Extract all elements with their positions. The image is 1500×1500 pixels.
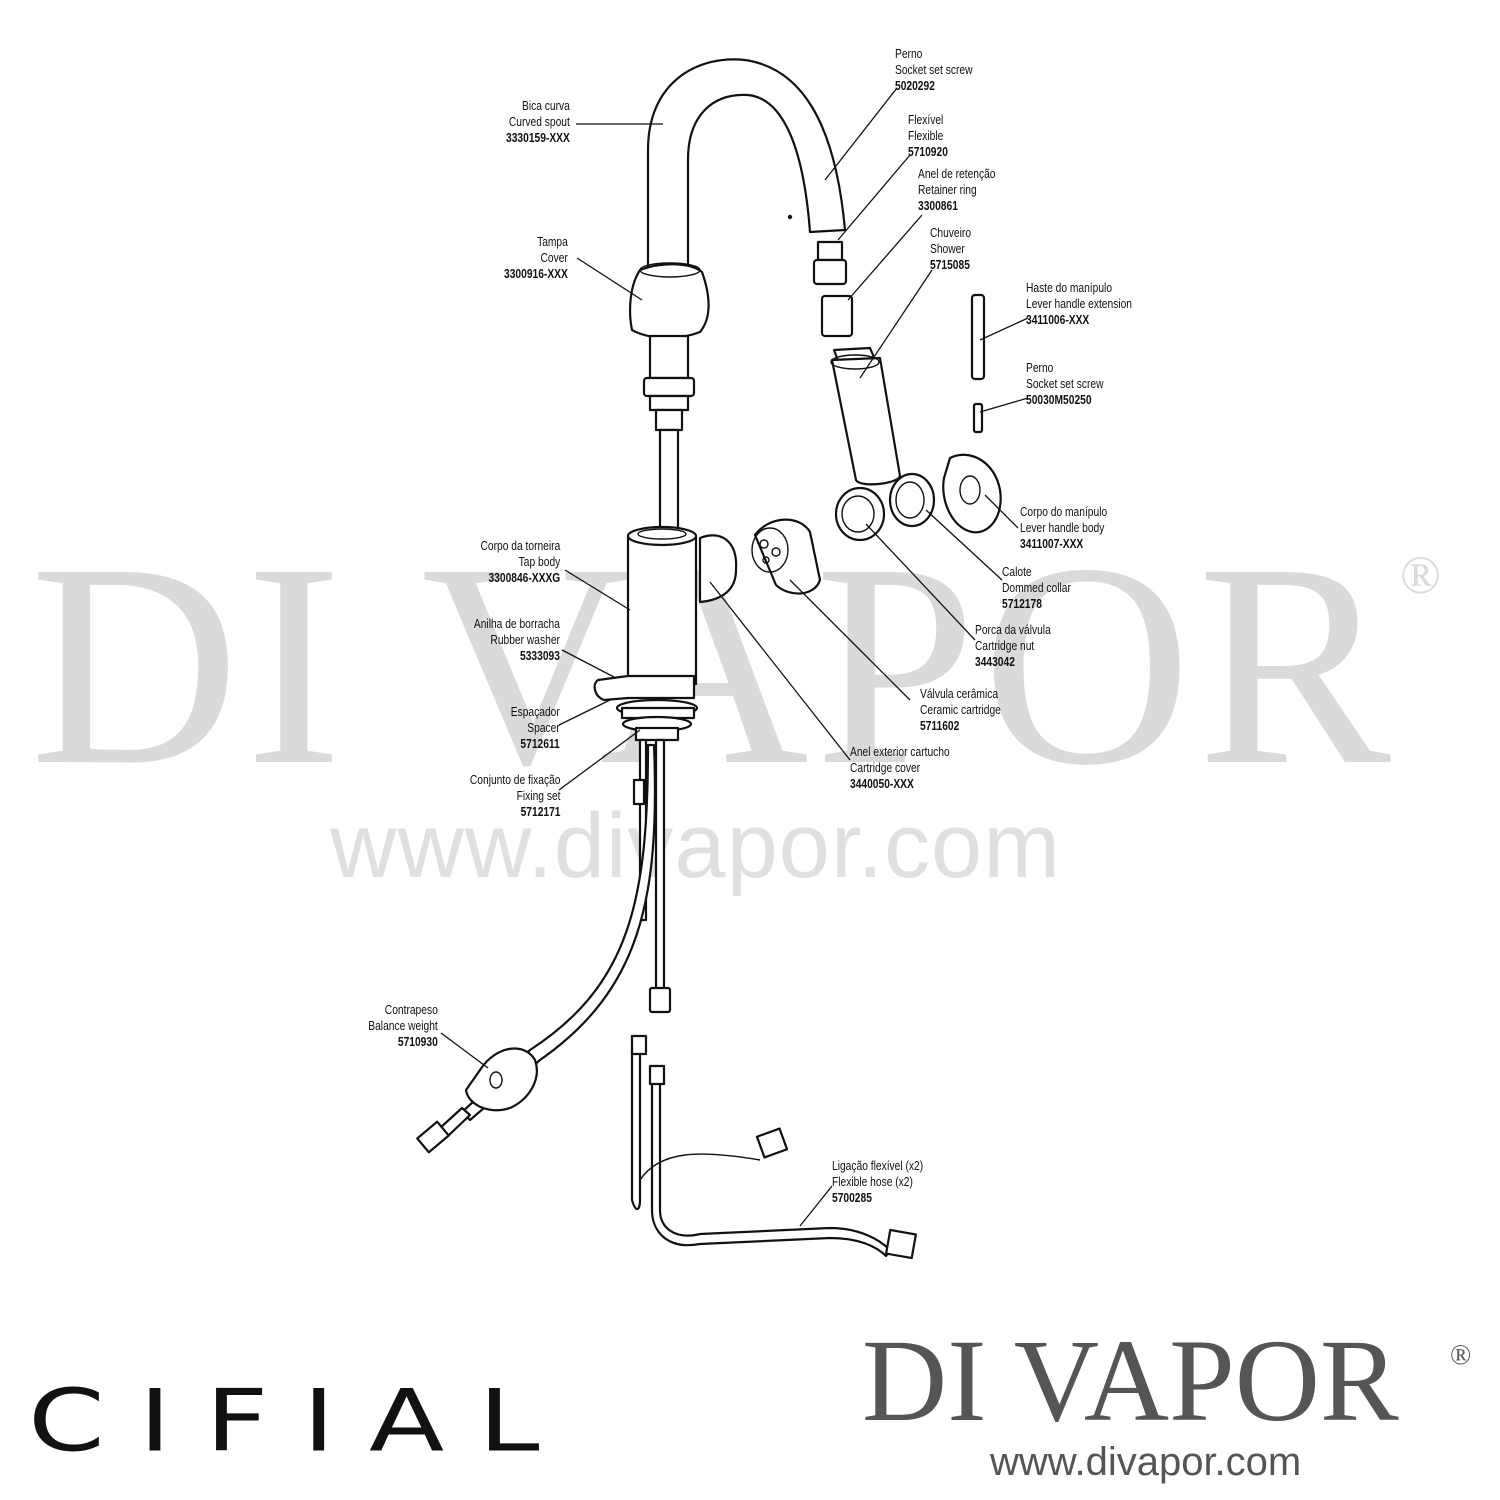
divapor-url: www.divapor.com (990, 1440, 1302, 1484)
label-rubber-washer: Anilha de borracha Rubber washer 5333093 (473, 617, 560, 663)
flexible-hoses-part (630, 1034, 917, 1260)
label-socket-set-screw-top: Perno Socket set screw 5020292 (895, 47, 973, 93)
cifial-logo: CIFIAL (28, 1370, 574, 1471)
handle-body-part (942, 453, 1002, 534)
curved-spout-part (646, 58, 847, 277)
label-cartridge-cover: Anel exterior cartucho Cartridge cover 3… (850, 745, 950, 791)
label-curved-spout: Bica curva Curved spout 3330159-XXX (506, 99, 570, 145)
label-cover: Tampa Cover 3300916-XXX (504, 235, 568, 281)
shower-assembly-part (812, 240, 902, 486)
hose-balance-part (416, 743, 657, 1154)
watermark-registered: ® (1400, 545, 1442, 605)
divapor-logo: DI VAPOR (862, 1315, 1399, 1446)
label-fixing-set: Conjunto de fixação Fixing set 5712171 (469, 773, 560, 819)
domed-collar-part (888, 472, 936, 528)
label-lever-handle-body: Corpo do manípulo Lever handle body 3411… (1020, 505, 1108, 551)
ceramic-cartridge-part (751, 518, 822, 595)
spout-lower-part (642, 334, 696, 532)
cover-part (629, 262, 710, 339)
label-balance-weight: Contrapeso Balance weight 5710930 (368, 1003, 438, 1049)
label-ceramic-cartridge: Válvula cerâmica Ceramic cartridge 57116… (920, 687, 1001, 733)
tap-body-part (593, 525, 738, 742)
label-cartridge-nut: Porca da válvula Cartridge nut 3443042 (975, 623, 1051, 669)
label-flexible-hose: Ligação flexível (x2) Flexible hose (x2)… (832, 1159, 924, 1205)
cartridge-nut-part (834, 486, 886, 542)
watermark-url: www.divapor.com (330, 795, 1061, 897)
label-retainer-ring: Anel de retenção Retainer ring 3300861 (918, 167, 996, 213)
label-spacer: Espaçador Spacer 5712611 (510, 705, 560, 751)
label-flexible: Flexível Flexible 5710920 (908, 113, 948, 159)
label-domed-collar: Calote Dommed collar 5712178 (1002, 565, 1071, 611)
label-socket-set-screw-small: Perno Socket set screw 50030M50250 (1026, 361, 1104, 407)
label-shower: Chuveiro Shower 5715085 (930, 226, 972, 272)
leader-lines (440, 87, 1029, 1227)
label-lever-handle-extension: Haste do manípulo Lever handle extension… (1026, 281, 1132, 327)
lever-extension-part (970, 293, 986, 434)
label-tap-body: Corpo da torneira Tap body 3300846-XXXG (480, 539, 560, 585)
divapor-registered-mark: ® (1450, 1340, 1472, 1371)
